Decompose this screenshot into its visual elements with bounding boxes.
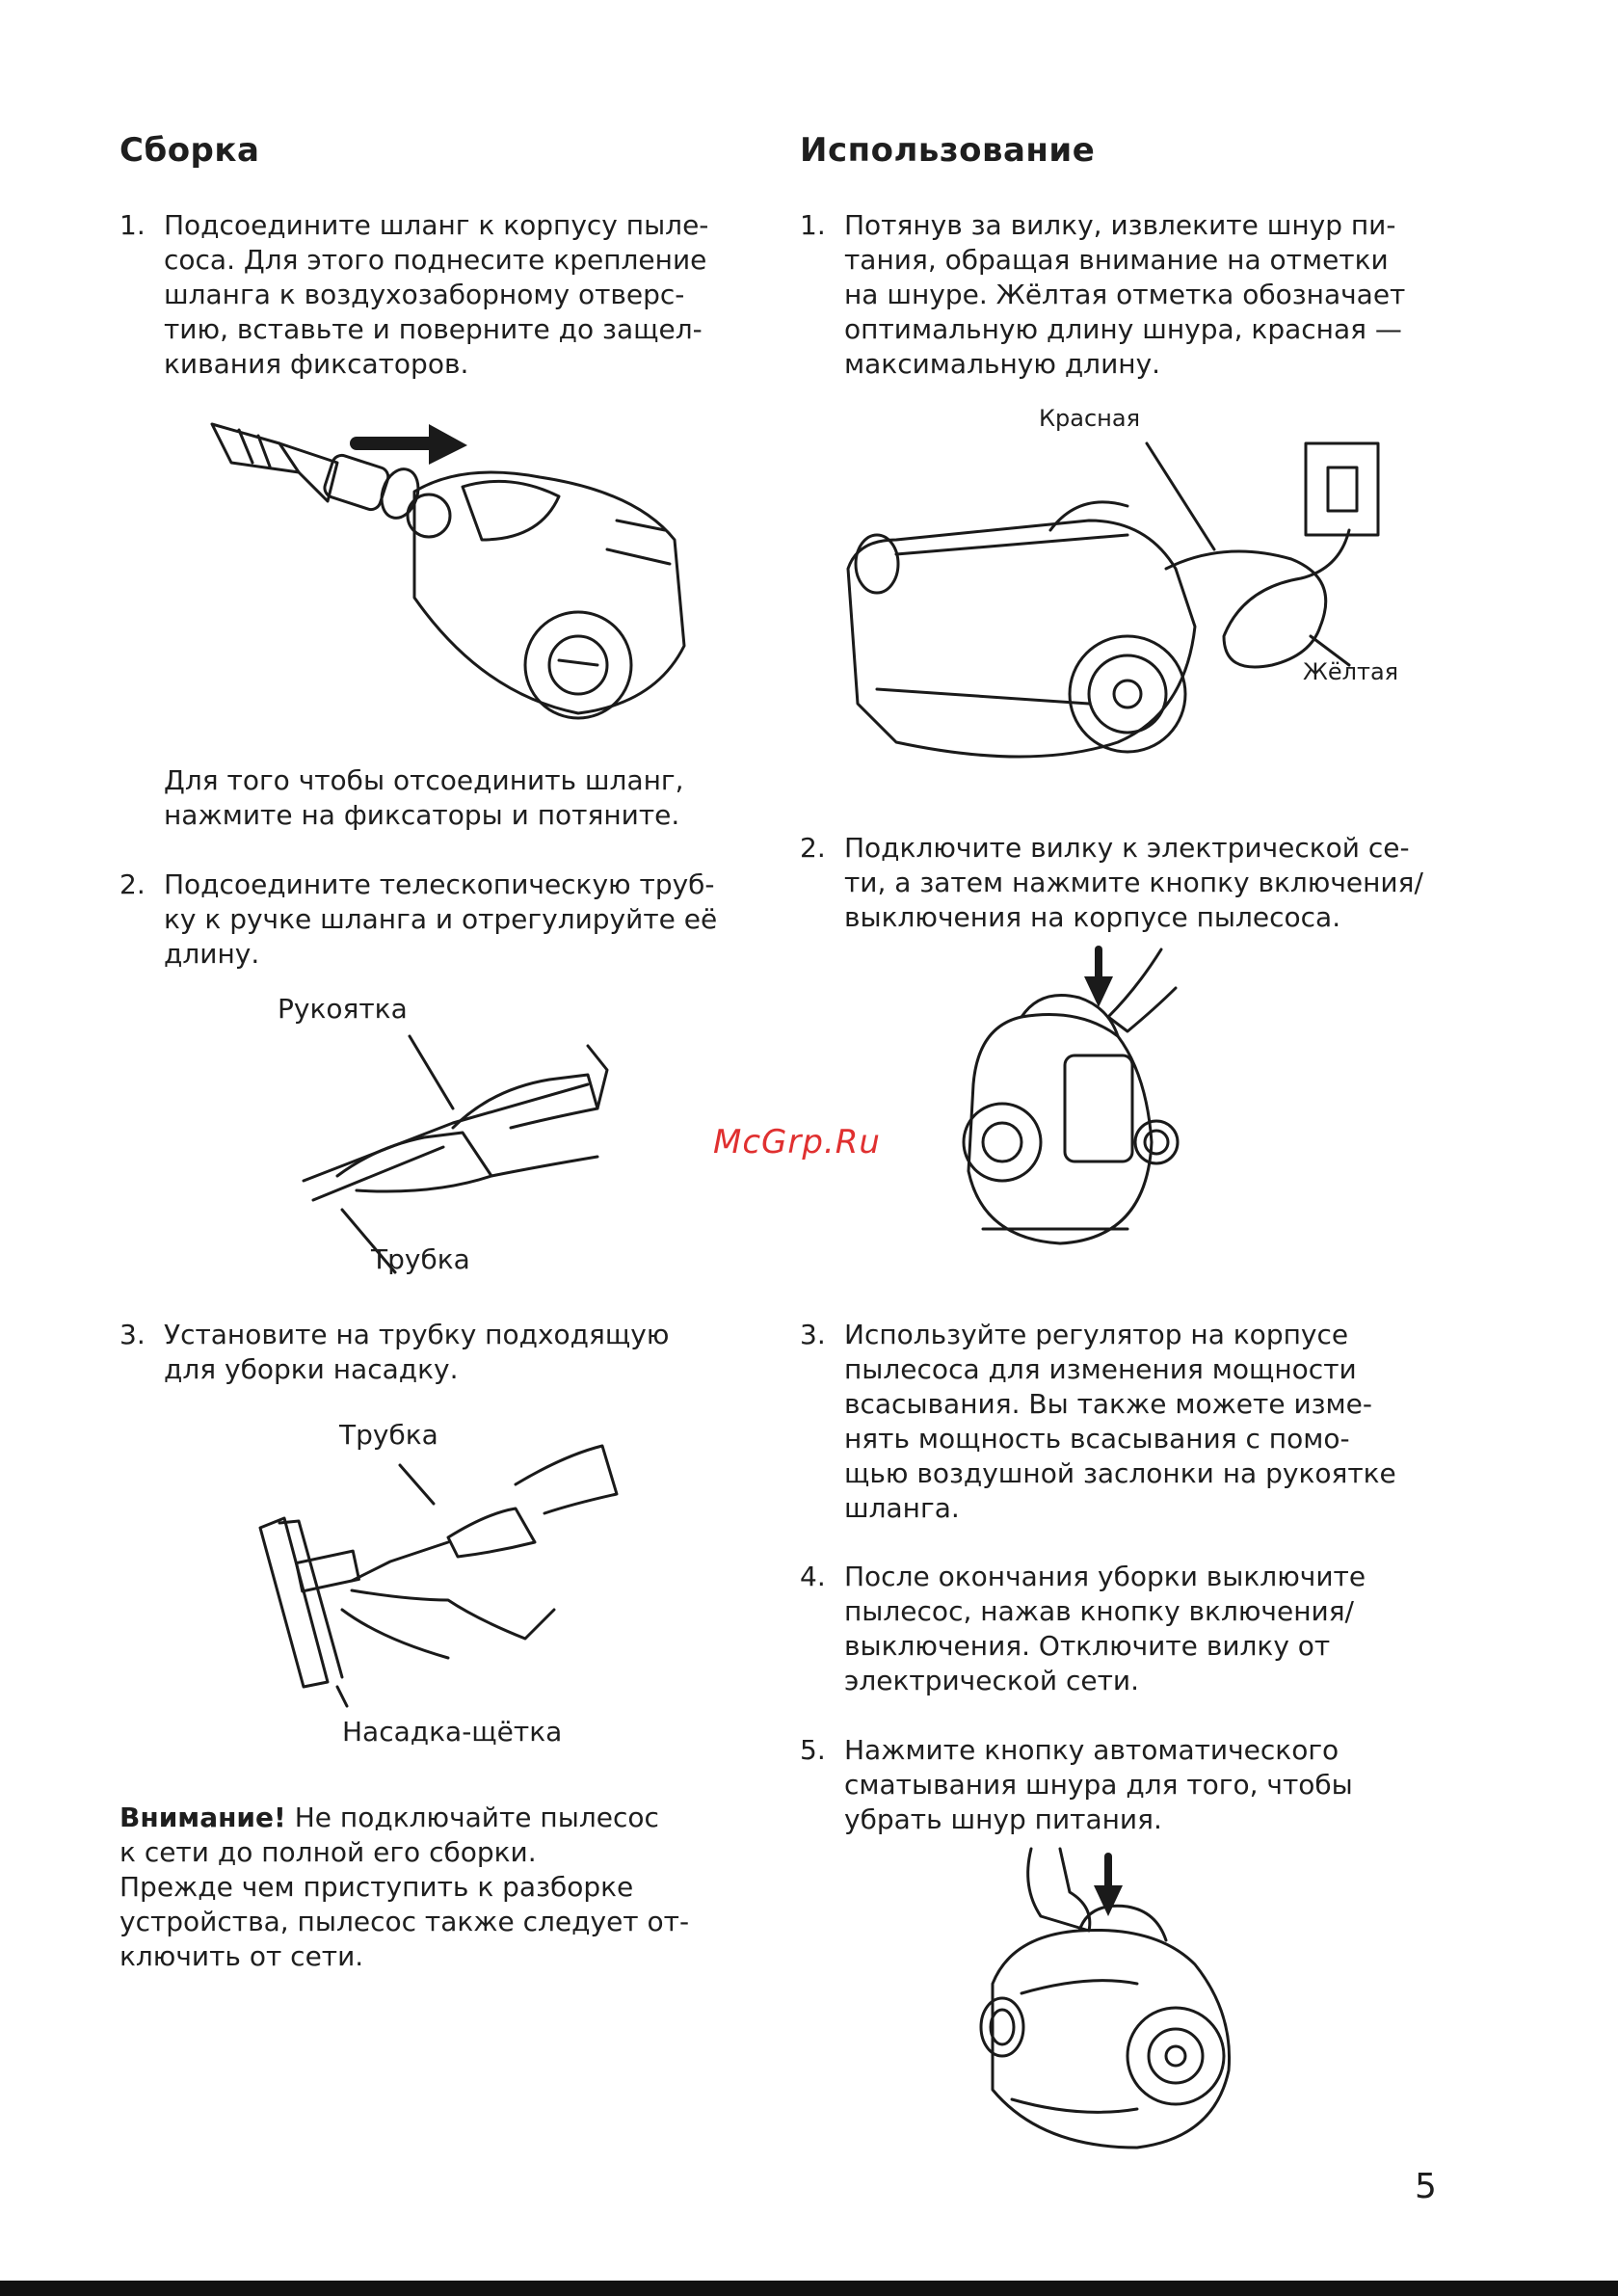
text-line: Нажмите кнопку автоматического	[844, 1734, 1339, 1766]
cord-rewind-illustration	[979, 1847, 1232, 2149]
text-line: нять мощность всасывания с помо-	[844, 1423, 1350, 1455]
item-text: Подсоедините телескопическую труб- ку к …	[164, 868, 717, 972]
text-line: сматывания шнура для того, чтобы	[844, 1769, 1353, 1801]
watermark: McGrp.Ru	[713, 1123, 881, 1161]
text-line: После окончания уборки выключите	[844, 1561, 1366, 1592]
item-number: 3.	[800, 1319, 826, 1350]
item-number: 3.	[119, 1319, 146, 1350]
label-brush: Насадка-щётка	[342, 1716, 563, 1748]
item-text: Потянув за вилку, извлеките шнур пи- тан…	[844, 208, 1405, 382]
item-text: После окончания уборки выключите пылесос…	[844, 1560, 1366, 1698]
cord-extension-illustration	[846, 441, 1380, 759]
heading-usage: Использование	[800, 131, 1096, 170]
label-handle: Рукоятка	[278, 993, 408, 1025]
hose-connection-illustration	[210, 422, 686, 720]
text-line: щью воздушной заслонки на рукоятке	[844, 1457, 1396, 1489]
text-line: тию, вставьте и поверните до защел-	[164, 313, 703, 345]
text-line: Подсоедините шланг к корпусу пыле-	[164, 209, 709, 241]
text-line: шланга.	[844, 1492, 960, 1524]
warning-first-line: Внимание! Не подключайте пылесос	[119, 1801, 775, 1835]
text-line: шланга к воздухозаборному отверс-	[164, 279, 685, 310]
text-line: Используйте регулятор на корпусе	[844, 1319, 1349, 1350]
text-line: ку к ручке шланга и отрегулируйте её	[164, 903, 718, 935]
text-line: пылесос, нажав кнопку включения/	[844, 1595, 1354, 1627]
text-line: для уборки насадку.	[164, 1353, 459, 1385]
item-text: Используйте регулятор на корпусе пылесос…	[844, 1318, 1396, 1526]
text-line: Подключите вилку к электрической се-	[844, 832, 1410, 864]
detach-note: Для того чтобы отсоединить шланг, нажмит…	[164, 763, 684, 833]
text-line: Для того чтобы отсоединить шланг,	[164, 764, 684, 796]
bottom-border	[0, 2281, 1618, 2296]
text-line: выключения на корпусе пылесоса.	[844, 901, 1341, 933]
heading-assembly: Сборка	[119, 131, 260, 170]
warning-title: Внимание!	[119, 1802, 286, 1833]
text-line: соса. Для этого поднесите крепление	[164, 244, 707, 276]
text-line: убрать шнур питания.	[844, 1803, 1162, 1835]
item-number: 5.	[800, 1734, 826, 1766]
item-text: Подсоедините шланг к корпусу пыле- соса.…	[164, 208, 708, 382]
item-text: Нажмите кнопку автоматического сматывани…	[844, 1733, 1353, 1837]
item-number: 1.	[119, 209, 146, 241]
text-line: ти, а затем нажмите кнопку включения/	[844, 867, 1423, 898]
text-line: оптимальную длину шнура, красная —	[844, 313, 1402, 345]
text-line: всасывания. Вы также можете изме-	[844, 1388, 1372, 1420]
item-text: Подключите вилку к электрической се- ти,…	[844, 831, 1423, 935]
text-line: устройства, пылесос также следует от-	[119, 1906, 690, 1937]
text-line: максимальную длину.	[844, 348, 1161, 380]
label-tube-2: Трубка	[339, 1419, 438, 1451]
label-red-mark: Красная	[1039, 405, 1141, 432]
text-line: Прежде чем приступить к разборке	[119, 1871, 634, 1903]
text-line: тания, обращая внимание на отметки	[844, 244, 1389, 276]
item-number: 4.	[800, 1561, 826, 1592]
text-line: кивания фиксаторов.	[164, 348, 469, 380]
text-line: ключить от сети.	[119, 1940, 364, 1972]
item-number: 1.	[800, 209, 826, 241]
text-line: к сети до полной его сборки.	[119, 1836, 537, 1868]
label-tube: Трубка	[371, 1243, 470, 1275]
text-line: пылесоса для изменения мощности	[844, 1353, 1357, 1385]
power-button-illustration	[962, 946, 1180, 1245]
item-number: 2.	[800, 832, 826, 864]
text-line: на шнуре. Жёлтая отметка обозначает	[844, 279, 1406, 310]
item-text: Установите на трубку подходящую для убор…	[164, 1318, 669, 1387]
text-line: длину.	[164, 938, 260, 970]
label-yellow-mark: Жёлтая	[1303, 658, 1399, 685]
item-number: 2.	[119, 868, 146, 900]
handle-tube-illustration	[302, 1034, 609, 1274]
text-line: Подсоедините телескопическую труб-	[164, 868, 715, 900]
text-line: нажмите на фиксаторы и потяните.	[164, 799, 680, 831]
text-line: Установите на трубку подходящую	[164, 1319, 670, 1350]
text-line: Потянув за вилку, извлеките шнур пи-	[844, 209, 1396, 241]
warning-block: Внимание! Не подключайте пылесос к сети …	[119, 1801, 775, 1974]
brush-nozzle-illustration	[258, 1444, 619, 1708]
text-line: Не подключайте пылесос	[285, 1802, 659, 1833]
page-number: 5	[1415, 2167, 1437, 2206]
text-line: выключения. Отключите вилку от	[844, 1630, 1331, 1662]
text-line: электрической сети.	[844, 1665, 1140, 1696]
